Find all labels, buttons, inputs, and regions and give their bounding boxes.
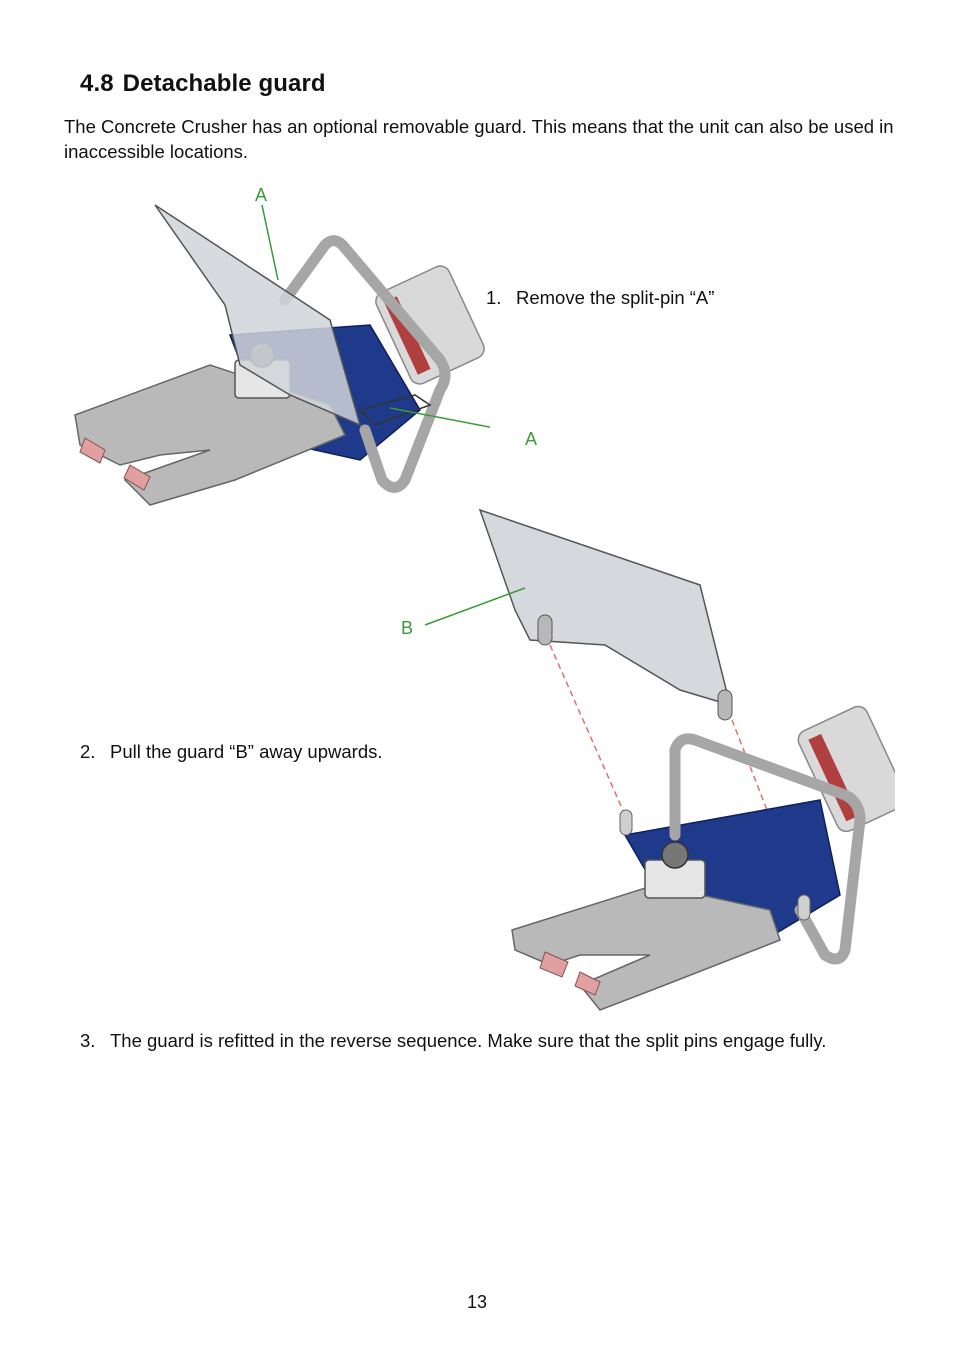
step-3-number: 3. <box>80 1030 96 1051</box>
guard-plate <box>154 204 362 427</box>
split-pin <box>358 394 432 426</box>
step-2-text: Pull the guard “B” away upwards. <box>110 741 383 762</box>
step-2-number: 2. <box>80 741 96 762</box>
intro-paragraph: The Concrete Crusher has an optional rem… <box>64 116 894 162</box>
detached-guard-plate <box>478 508 732 707</box>
handle-loop <box>279 235 451 493</box>
step-2: 2. Pull the guard “B” away upwards. <box>80 739 460 764</box>
callout-a-side-wrapper: A <box>525 429 537 449</box>
step-3: 3. The guard is refitted in the reverse … <box>80 1028 880 1053</box>
jaw-arms-2 <box>511 884 781 1011</box>
callout-a-side: A <box>525 429 537 449</box>
section-title: Detachable guard <box>122 70 326 97</box>
callout-b: B <box>401 618 413 638</box>
step-1: 1. Remove the split-pin “A” <box>486 285 886 310</box>
handle-loop-2 <box>669 733 866 965</box>
figure-crusher-with-guard: A <box>74 185 490 506</box>
step-1-number: 1. <box>486 287 502 308</box>
section-number: 4.8 <box>80 70 114 97</box>
step-3-text: The guard is refitted in the reverse seq… <box>110 1030 827 1051</box>
step-1-text: Remove the split-pin “A” <box>516 287 715 308</box>
callout-a-top: A <box>255 185 267 205</box>
callout-b-wrapper: B <box>401 618 413 638</box>
section-heading: 4.8 Detachable guard <box>80 70 326 98</box>
figure-guard-removal <box>424 508 895 1011</box>
page-number: 13 <box>466 1292 488 1312</box>
